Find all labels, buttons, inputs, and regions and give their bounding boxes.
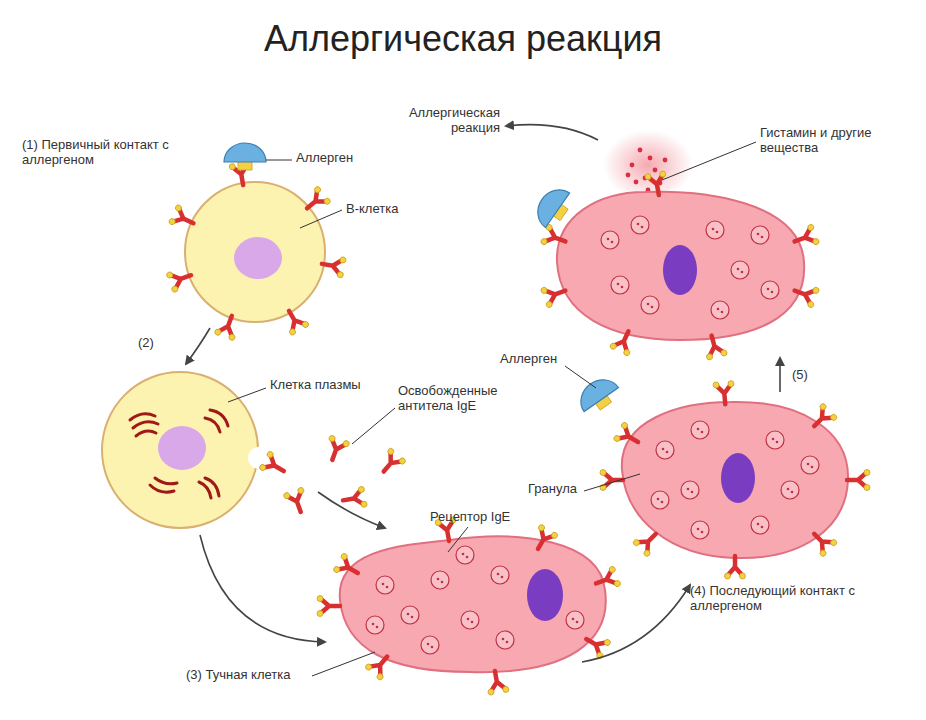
histamine-glow: [603, 130, 693, 200]
granule: [431, 571, 449, 589]
ige-antibody: [259, 450, 289, 480]
ige-antibody: [609, 327, 638, 357]
ige-antibody: [322, 435, 350, 464]
plasma-cell: [102, 372, 270, 528]
ige-antibody: [376, 447, 407, 478]
mast-cell: [622, 402, 848, 558]
ige-antibody: [485, 669, 510, 695]
part-label: Освобожденные антитела IgE: [398, 384, 516, 414]
part-label: В-клетка: [346, 202, 426, 217]
ige-antibody: [592, 566, 621, 594]
granule: [651, 491, 669, 509]
granule: [656, 441, 674, 459]
part-label: (3) Тучная клетка: [186, 668, 316, 683]
ige-antibody: [645, 171, 670, 197]
ige-antibody: [168, 204, 198, 233]
granule: [566, 611, 584, 629]
part-label: Рецептор IgE: [430, 510, 540, 525]
granule: [401, 606, 419, 624]
ige-antibody: [791, 224, 820, 252]
granule: [691, 521, 709, 539]
ige-antibody: [166, 265, 195, 293]
ige-antibody: [214, 312, 242, 341]
part-label: Гранула: [528, 482, 588, 497]
ige-antibody: [847, 470, 870, 491]
ige-antibody: [540, 281, 569, 309]
mast-cell: [340, 537, 606, 673]
part-label: (1) Первичный контакт с аллергеном: [22, 138, 187, 168]
title: Аллергическая реакция: [0, 18, 926, 60]
granule: [456, 546, 474, 564]
callout-number: (5): [792, 368, 822, 383]
part-label: Аллерген: [296, 151, 376, 166]
ige-antibody: [341, 486, 367, 511]
histamine-dots: [626, 148, 668, 193]
granule: [781, 481, 799, 499]
granule: [601, 231, 619, 249]
granule: [491, 566, 509, 584]
granule: [711, 301, 729, 319]
ige-antibody: [701, 333, 727, 361]
ige-antibody: [613, 421, 643, 451]
granule: [706, 221, 724, 239]
ige-antibody: [320, 254, 346, 279]
granule: [731, 261, 749, 279]
ige-antibody: [540, 224, 569, 252]
ige-antibody: [529, 524, 559, 554]
ige-antibody: [317, 596, 340, 617]
ige-antibody: [807, 403, 838, 434]
part-label: Гистамин и другие вещества: [760, 126, 900, 156]
granule: [751, 516, 769, 534]
callout-number: (2): [138, 336, 168, 351]
granule: [641, 296, 659, 314]
mast-cell: [557, 192, 804, 340]
ige-antibody: [300, 185, 331, 216]
part-label: Аллергическая реакция: [398, 106, 500, 136]
granule: [691, 421, 709, 439]
ige-antibody: [713, 380, 736, 405]
process-arrows: [186, 125, 780, 662]
ige-antibody: [280, 306, 310, 336]
ige-antibody: [632, 526, 663, 557]
granule: [766, 431, 784, 449]
granule: [761, 281, 779, 299]
ige-antibody: [725, 556, 746, 579]
granule: [751, 226, 769, 244]
b-cell: [185, 182, 325, 322]
granule: [366, 616, 384, 634]
granule: [461, 611, 479, 629]
allergen: [224, 143, 266, 170]
granule: [631, 216, 649, 234]
ige-antibody: [283, 487, 311, 516]
ige-antibody: [333, 552, 363, 582]
granule: [611, 276, 629, 294]
ige-antibody: [807, 526, 838, 557]
granule: [681, 481, 699, 499]
granule: [801, 456, 819, 474]
ige-antibody: [791, 281, 820, 309]
leader-lines: [228, 142, 756, 676]
part-label: (4) Последующий контакт с аллергеном: [690, 584, 890, 614]
granule: [496, 631, 514, 649]
part-label: Аллерген: [500, 352, 570, 367]
granule: [421, 636, 439, 654]
part-label: Клетка плазмы: [270, 378, 380, 393]
granule: [376, 576, 394, 594]
allergen: [530, 182, 576, 232]
ige-antibodies: [166, 161, 870, 696]
allergen: [573, 372, 623, 418]
